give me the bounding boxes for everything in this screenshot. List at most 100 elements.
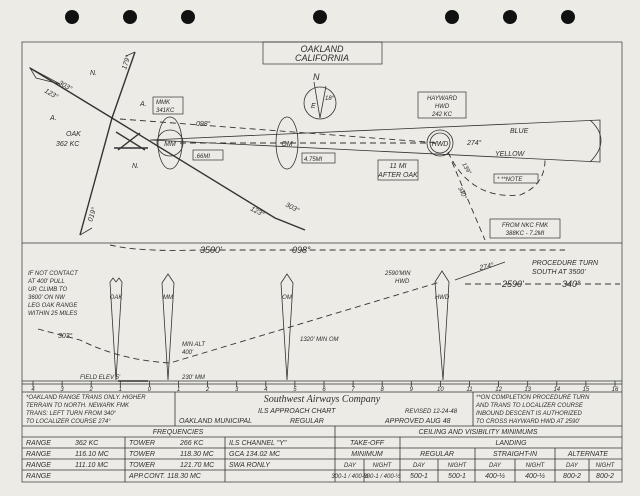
punch-hole: [313, 10, 327, 24]
localizer-beam-end: [589, 119, 602, 163]
dist-om-box: [301, 152, 336, 164]
course-098: [119, 118, 441, 144]
scale-label: 6: [322, 387, 326, 393]
compass-east: E: [311, 103, 316, 110]
location-city: OAKLAND: [300, 44, 344, 54]
right-note-4: TO CROSS HAYWARD HWD AT 2590': [476, 419, 581, 425]
min-alt-1: MIN ALT: [182, 342, 206, 348]
freq-title: FREQUENCIES: [153, 429, 204, 436]
scale-label: 13: [524, 387, 531, 393]
scale-label: 10: [437, 387, 444, 393]
scale-label: 11: [466, 387, 472, 393]
hayward-name: HAYWARD: [427, 96, 458, 102]
minimum-value: 400-½: [525, 472, 545, 480]
profile-alt-2590: 2590': [501, 279, 524, 289]
airport-runway-icon: [114, 131, 148, 151]
takeoff-label: TAKE-OFF: [350, 440, 385, 447]
missed-4: 3600' ON NW: [28, 295, 66, 301]
mm-label: MM: [164, 141, 176, 148]
straight-label: STRAIGHT-IN: [493, 451, 538, 458]
day-label: DAY: [344, 463, 357, 469]
regular-label: REGULAR: [420, 451, 454, 458]
profile-view: 3500' 098° 274° PROCEDURE TURN SOUTH AT …: [22, 244, 622, 393]
marker-cone-oak: [109, 277, 123, 381]
scale-label: 8: [381, 387, 385, 393]
profile-alt-3500: 3500': [200, 245, 222, 255]
punch-hole: [561, 10, 575, 24]
freq-value: 266 KC: [179, 440, 204, 447]
proc-turn-2: SOUTH AT 3500': [532, 269, 586, 276]
left-note-2: TERRAIN TO NORTH. NEWARK FMK: [26, 403, 130, 409]
left-note-1: *OAKLAND RANGE TRANS ONLY. HIGHER: [26, 395, 146, 401]
min-alt-2: 400': [182, 350, 194, 356]
mm-min: 230' MM: [181, 375, 205, 381]
punch-hole: [445, 10, 459, 24]
minimum-value: 800-2: [563, 473, 581, 480]
landing-label: LANDING: [495, 440, 527, 447]
bearing-098: 098°: [196, 120, 211, 128]
nkc-freq: 388KC - 7.2MI: [506, 231, 545, 237]
scale-label: 2: [89, 387, 94, 393]
after-oak-dist: 11 MI: [390, 163, 407, 170]
minimums-table: CEILING AND VISIBILITY MINIMUMS TAKE-OFF…: [331, 429, 622, 482]
mmk-freq: 341KC: [156, 108, 175, 114]
freq-value: 121.70 MC: [180, 462, 215, 469]
freq-type: RANGE: [26, 440, 51, 447]
night-label: NIGHT: [526, 463, 546, 469]
freq-type: TOWER: [129, 451, 155, 458]
note-box: [493, 173, 539, 184]
freq-value: 116.10 MC: [75, 451, 110, 458]
freq-type: RANGE: [26, 451, 51, 458]
profile-hdg-303: 303°: [58, 332, 73, 340]
freq-type: APP.CONT. 118.30 MC: [128, 473, 202, 480]
om-min: 1320' MIN OM: [300, 337, 339, 343]
mm-marker: [156, 129, 184, 157]
oak-station-name: OAK: [66, 131, 81, 138]
range-leg-ends: [79, 51, 136, 236]
takeoff-min-label: MINIMUM: [351, 451, 383, 458]
night-label: NIGHT: [373, 463, 393, 469]
dist-mm-box: [192, 149, 224, 161]
nkc-box: [489, 218, 561, 239]
course-340: [451, 161, 486, 241]
missed-2: AT 400' PULL: [27, 279, 65, 285]
mmk-id: MMK: [156, 100, 171, 106]
plan-view: OAKLAND CALIFORNIA N E 18° 303° 123° 179…: [28, 41, 602, 241]
profile-274-arrow: [454, 261, 506, 281]
after-oak-label: AFTER OAK: [377, 172, 418, 179]
scale-label: 12: [495, 387, 502, 393]
compass-north: N: [313, 72, 320, 82]
punch-hole: [123, 10, 137, 24]
hayward-freq: 242 KC: [431, 112, 453, 118]
min-title: CEILING AND VISIBILITY MINIMUMS: [418, 429, 537, 436]
scale-label: 3: [235, 387, 239, 393]
location-box: [262, 41, 383, 65]
dist-om: 4.75MI: [304, 157, 323, 163]
compass-variation: 18°: [325, 96, 335, 102]
localizer-beam: [149, 119, 601, 163]
after-oak-box: [377, 159, 419, 181]
marker-cone-hwd: [434, 270, 450, 381]
proc-turn-1: PROCEDURE TURN: [532, 260, 599, 267]
compass-rose: [303, 86, 337, 120]
bearing-274: 274°: [466, 139, 482, 147]
right-note-3: INBOUND DESCENT IS AUTHORIZED: [476, 411, 582, 417]
minimum-value: 800-2: [596, 473, 614, 480]
alternate-label: ALTERNATE: [567, 451, 609, 458]
nkc-name: FROM NKC FMK: [502, 223, 549, 229]
scale-label: 4: [31, 387, 35, 393]
minimum-value: 500-1: [448, 473, 466, 480]
bearing-340: 340°: [456, 186, 467, 200]
missed-6: WITHIN 25 MILES: [28, 311, 77, 317]
minimum-value: 400-½: [485, 472, 505, 480]
scale-label: 4: [264, 387, 268, 393]
note-ref: * **NOTE: [497, 177, 523, 183]
hwd-marker: [429, 132, 451, 154]
oak-station-freq: 362 KC: [56, 141, 80, 148]
scale-label: 9: [410, 387, 414, 393]
left-note-4: TO LOCALIZER COURSE 274°: [26, 419, 111, 425]
freq-value: 362 KC: [75, 440, 99, 447]
